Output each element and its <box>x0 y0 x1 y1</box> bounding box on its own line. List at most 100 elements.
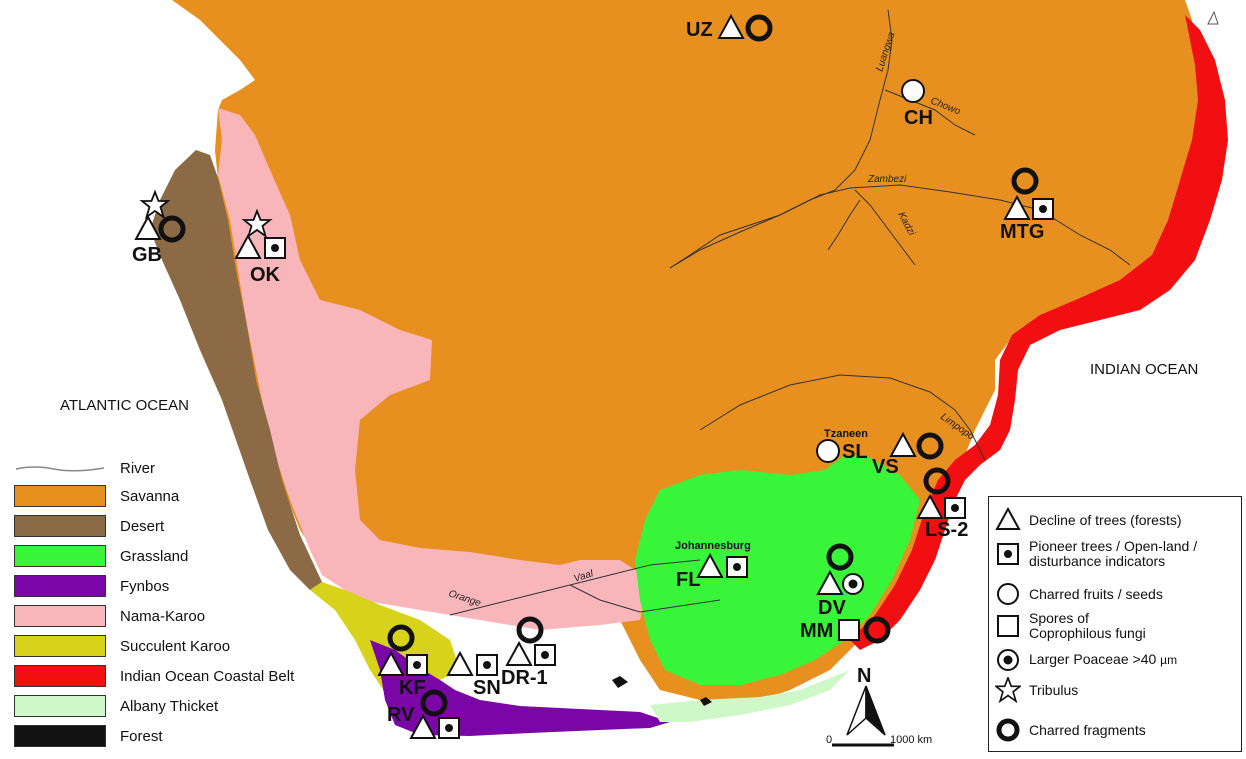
site-gb: GB <box>132 191 183 266</box>
site-mm: MM <box>800 619 888 642</box>
savanna-region <box>172 0 1200 700</box>
swatch-savanna <box>14 485 106 507</box>
site-label-uz: UZ <box>686 19 713 41</box>
symbol-legend: Decline of trees (forests) Pioneer trees… <box>988 496 1242 752</box>
river-lines <box>449 9 1131 616</box>
site-mtg: MTG <box>1000 170 1054 243</box>
city-label-johannesburg: Johannesburg <box>675 540 751 552</box>
forest-patch <box>700 697 712 706</box>
fynbos-region <box>370 640 670 736</box>
site-sn: SN <box>447 652 501 699</box>
legend-label-pioneer: Pioneer trees / Open-land /disturbance i… <box>1029 539 1197 569</box>
legend-label-albany-thicket: Albany Thicket <box>120 697 219 715</box>
river-label-zambezi: Zambezi <box>867 174 907 185</box>
swatch-grassland <box>14 545 106 567</box>
forest-patch <box>612 676 628 688</box>
ring-dot-icon <box>997 649 1019 671</box>
desert-region <box>150 150 322 590</box>
site-ls2: LS-2 <box>917 470 968 541</box>
legend-label-poaceae: Larger Poaceae >40 µm <box>1029 652 1177 668</box>
legend-row-pioneer: Pioneer trees / Open-land /disturbance i… <box>995 539 1197 569</box>
legend-label-pioneer-line1: Pioneer trees / Open-land / <box>1029 538 1198 554</box>
swatch-albany-thicket <box>14 695 106 717</box>
legend-label-savanna: Savanna <box>120 487 180 505</box>
site-uz: UZ <box>686 16 770 41</box>
legend-label-nama-karoo: Nama-Karoo <box>120 607 206 625</box>
legend-label-desert: Desert <box>120 517 165 535</box>
site-label-dv: DV <box>818 597 846 619</box>
legend-label-charred-fruits: Charred fruits / seeds <box>1029 585 1163 602</box>
north-label: N <box>857 665 871 687</box>
scale-max: 1000 km <box>890 734 932 746</box>
site-vs: VS <box>872 434 941 478</box>
legend-row-decline: Decline of trees (forests) <box>995 507 1182 533</box>
site-label-gb: GB <box>132 244 162 266</box>
legend-label-decline: Decline of trees (forests) <box>1029 511 1182 528</box>
swatch-coastal-belt <box>14 665 106 687</box>
site-label-sl: SL <box>842 441 868 463</box>
site-label-dr1: DR-1 <box>501 667 548 689</box>
site-label-mtg: MTG <box>1000 221 1044 243</box>
legend-row-tribulus: Tribulus <box>995 677 1078 703</box>
scale-bar: 0 1000 km <box>826 734 932 747</box>
site-ok: OK <box>235 210 286 286</box>
legend-label-forest: Forest <box>120 727 163 745</box>
legend-row-desert: Desert <box>14 514 164 538</box>
site-dr1: DR-1 <box>501 619 556 689</box>
river-line-icon <box>15 466 105 472</box>
triangle-icon <box>995 507 1021 530</box>
legend-row-poaceae: Larger Poaceae >40 µm <box>995 647 1177 673</box>
site-label-mm: MM <box>800 620 833 642</box>
legend-row-fynbos: Fynbos <box>14 574 169 598</box>
legend-row-forest: Forest <box>14 724 163 748</box>
legend-row-charred-fruits: Charred fruits / seeds <box>995 581 1163 607</box>
square-dot-icon <box>997 543 1019 565</box>
swatch-forest <box>14 725 106 747</box>
site-dv: DV <box>817 546 864 619</box>
legend-row-nama-karoo: Nama-Karoo <box>14 604 205 628</box>
site-label-rv: RV <box>387 704 415 726</box>
swatch-fynbos <box>14 575 106 597</box>
site-label-sn: SN <box>473 677 501 699</box>
square-icon <box>997 615 1019 637</box>
ocean-label-indian: INDIAN OCEAN <box>1090 361 1198 378</box>
circle-icon <box>997 583 1019 605</box>
swatch-succulent-karoo <box>14 635 106 657</box>
albany-thicket-region <box>650 670 850 722</box>
site-sl: SL <box>816 439 868 463</box>
legend-label-coastal-belt: Indian Ocean Coastal Belt <box>120 667 295 685</box>
compass-fragment-icon <box>1207 10 1219 25</box>
north-arrow: N <box>846 665 886 736</box>
legend-label-poaceae-unit: µm <box>1160 653 1178 667</box>
site-label-ch: CH <box>904 107 933 129</box>
legend-label-poaceae-text: Larger Poaceae >40 <box>1029 651 1161 667</box>
site-label-ls2: LS-2 <box>925 519 968 541</box>
legend-label-succulent-karoo: Succulent Karoo <box>120 637 231 655</box>
site-fl: FL <box>676 554 748 591</box>
site-label-kf: KF <box>399 677 426 699</box>
legend-label-grassland: Grassland <box>120 547 189 565</box>
legend-row-grassland: Grassland <box>14 544 188 568</box>
legend-label-fynbos: Fynbos <box>120 577 170 595</box>
site-label-ok: OK <box>250 264 281 286</box>
site-label-vs: VS <box>872 456 899 478</box>
legend-row-savanna: Savanna <box>14 484 179 508</box>
swatch-desert <box>14 515 106 537</box>
site-ch: CH <box>901 79 933 129</box>
legend-label-spores-line2: Coprophilous fungi <box>1029 625 1146 641</box>
nama-karoo-region <box>218 108 650 630</box>
legend-row-succulent-karoo: Succulent Karoo <box>14 634 230 658</box>
site-kf: KF <box>378 627 428 699</box>
thick-ring-icon <box>996 718 1020 742</box>
legend-row-charred-fragments: Charred fragments <box>995 717 1146 743</box>
legend-row-river: River <box>14 456 155 480</box>
site-label-fl: FL <box>676 569 700 591</box>
swatch-nama-karoo <box>14 605 106 627</box>
scale-zero: 0 <box>826 734 832 746</box>
legend-label-charred-fragments: Charred fragments <box>1029 721 1146 738</box>
site-rv: RV <box>387 692 460 739</box>
ocean-label-atlantic: ATLANTIC OCEAN <box>60 397 189 414</box>
star-icon <box>995 677 1021 703</box>
